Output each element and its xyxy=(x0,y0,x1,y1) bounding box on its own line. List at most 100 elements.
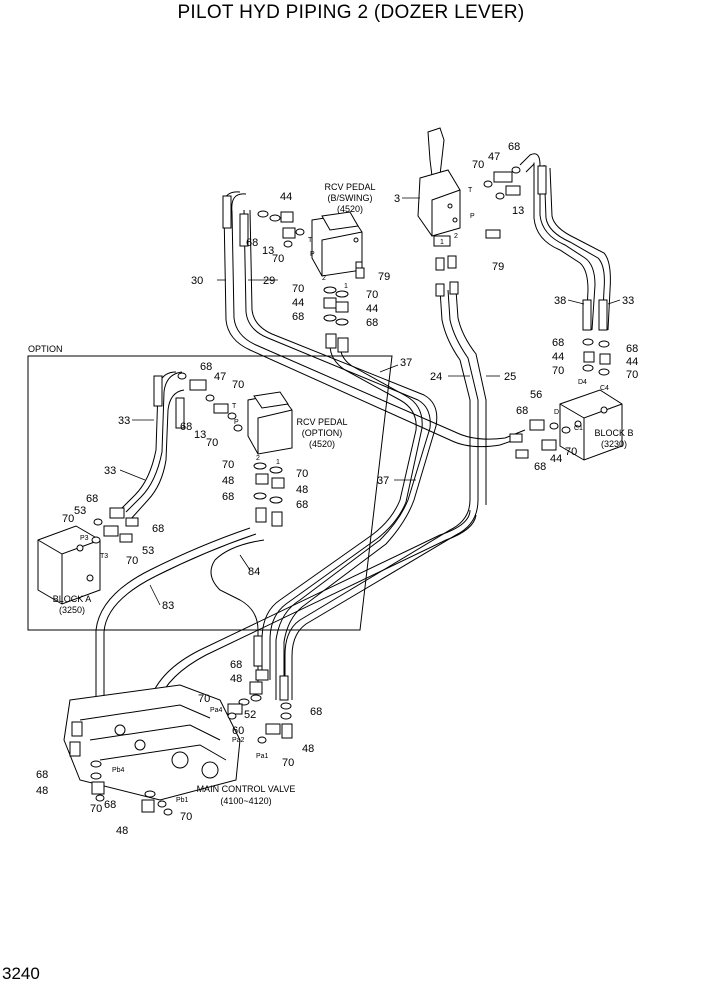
hose-37a xyxy=(261,344,417,680)
part-label: 68 xyxy=(246,237,258,249)
part-label: 70 xyxy=(90,803,102,815)
part-label: 33 xyxy=(622,295,634,307)
port-label: P xyxy=(234,419,239,426)
port-label: T xyxy=(308,237,313,244)
part-label: 48 xyxy=(296,484,308,496)
part-label: 24 xyxy=(430,371,442,383)
rcv-pedal-option-sublabel: (OPTION) xyxy=(302,428,343,438)
part-label: 68 xyxy=(86,493,98,505)
part-label: 70 xyxy=(292,283,304,295)
part-label: 48 xyxy=(230,673,242,685)
part-label: 70 xyxy=(296,468,308,480)
part-label: 79 xyxy=(492,261,504,273)
part-label: 44 xyxy=(552,351,564,363)
part-label: 68 xyxy=(626,343,638,355)
block-b-label: BLOCK B xyxy=(594,428,633,438)
port-label: T xyxy=(232,403,237,410)
part-label: 70 xyxy=(272,253,284,265)
hose-29 xyxy=(243,209,431,700)
hose-84 xyxy=(210,539,265,690)
port-label: C1 xyxy=(574,425,583,432)
port-label: Pb4 xyxy=(112,767,125,774)
rcv-pedal-swing xyxy=(311,211,363,277)
main-control-valve-code: (4100~4120) xyxy=(220,796,271,806)
option-frame-label: OPTION xyxy=(28,344,63,354)
part-label: 33 xyxy=(118,415,130,427)
part-label: 48 xyxy=(302,743,314,755)
part-label: 83 xyxy=(162,600,174,612)
part-label: 70 xyxy=(126,555,138,567)
part-label: 37 xyxy=(400,357,412,369)
rcv-pedal-option-code: (4520) xyxy=(309,439,335,449)
port-label: D xyxy=(554,409,559,416)
hose-33a xyxy=(543,164,605,331)
part-label: 70 xyxy=(366,289,378,301)
port-label: D4 xyxy=(578,379,587,386)
part-label: 56 xyxy=(530,389,542,401)
part-label: 48 xyxy=(116,825,128,837)
part-label: 70 xyxy=(232,379,244,391)
hose-33b xyxy=(119,371,177,511)
part-label: 70 xyxy=(552,365,564,377)
block-b-code: (3230) xyxy=(601,439,627,449)
hose-83 xyxy=(95,527,251,760)
part-label: 68 xyxy=(534,461,546,473)
part-label: 13 xyxy=(262,245,274,257)
block-a-code: (3250) xyxy=(59,605,85,615)
part-label: 68 xyxy=(296,499,308,511)
rcv-pedal-option xyxy=(247,391,293,455)
part-label: 70 xyxy=(62,513,74,525)
part-label: 33 xyxy=(104,465,116,477)
part-label: 44 xyxy=(550,453,562,465)
port-label: P xyxy=(470,213,475,220)
port-label: Pa1 xyxy=(256,753,269,760)
part-label: 44 xyxy=(626,356,638,368)
page-title: PILOT HYD PIPING 2 (DOZER LEVER) xyxy=(177,2,525,23)
part-label: 68 xyxy=(310,706,322,718)
hose-24 xyxy=(284,289,471,700)
rcv-pedal-swing-code: (4520) xyxy=(337,204,363,214)
part-label: 13 xyxy=(512,205,524,217)
part-label: 68 xyxy=(180,421,192,433)
port-label: Pa2 xyxy=(232,737,245,744)
part-label: 68 xyxy=(104,799,116,811)
part-label: 38 xyxy=(554,295,566,307)
block-b xyxy=(559,389,623,461)
block-a xyxy=(37,525,101,605)
main-control-valve xyxy=(63,684,241,801)
port-label: Pb1 xyxy=(176,797,189,804)
part-label: 68 xyxy=(222,491,234,503)
part-label: 68 xyxy=(552,337,564,349)
port-label: P xyxy=(310,251,315,258)
page-number: 3240 xyxy=(2,964,40,983)
part-label: 60 xyxy=(232,725,244,737)
part-label: 53 xyxy=(74,505,86,517)
part-label: 44 xyxy=(280,191,292,203)
part-label: 70 xyxy=(472,159,484,171)
part-label: 68 xyxy=(292,311,304,323)
part-label: 29 xyxy=(263,275,275,287)
part-label: 68 xyxy=(508,141,520,153)
port-label: C4 xyxy=(600,385,609,392)
part-label: 70 xyxy=(198,693,210,705)
main-control-valve-label: MAIN CONTROL VALVE xyxy=(197,784,296,794)
part-label: 53 xyxy=(142,545,154,557)
port-label: 2 xyxy=(454,233,458,240)
hose-25 xyxy=(455,289,487,505)
part-label: 68 xyxy=(366,317,378,329)
part-label: 44 xyxy=(366,303,378,315)
part-label: 47 xyxy=(488,151,500,163)
part-label: 3 xyxy=(394,193,400,205)
part-label: 70 xyxy=(180,811,192,823)
port-label: T3 xyxy=(100,553,108,560)
option-frame xyxy=(27,355,393,631)
joystick-rcv xyxy=(417,127,461,247)
part-label: 70 xyxy=(222,459,234,471)
part-label: 84 xyxy=(248,566,260,578)
part-label: 48 xyxy=(36,785,48,797)
part-label: 48 xyxy=(222,475,234,487)
port-label: 1 xyxy=(440,239,444,246)
rcv-pedal-swing-label: RCV PEDAL xyxy=(324,182,375,192)
part-label: 30 xyxy=(191,275,203,287)
